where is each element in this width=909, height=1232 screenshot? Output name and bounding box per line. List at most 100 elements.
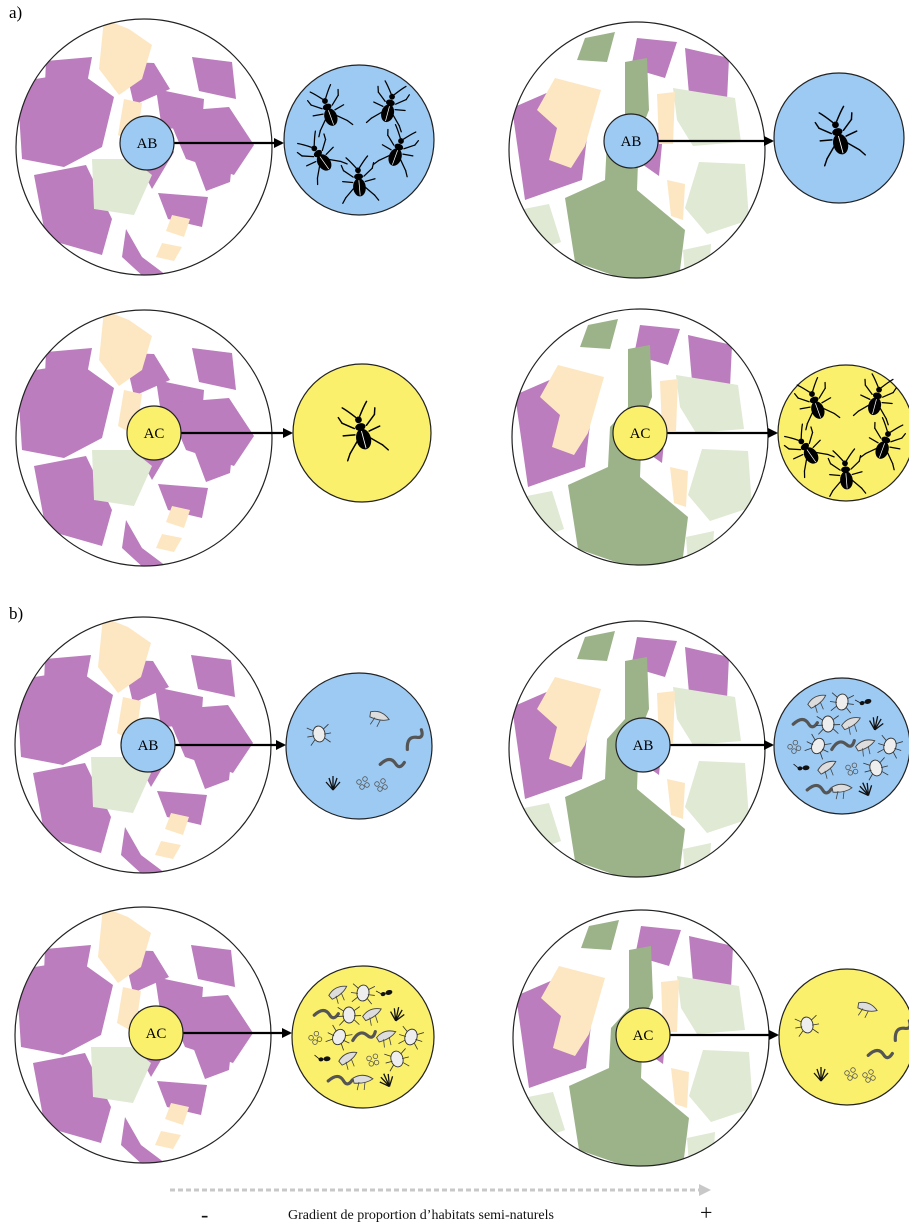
crop-patch [17, 72, 114, 167]
beetle-icon [296, 130, 348, 186]
spore-cluster-icon [862, 1069, 876, 1083]
organic-field-circle [119, 115, 175, 171]
dark-green-patch [565, 58, 685, 278]
crop-patch [34, 456, 112, 546]
springtail-icon [857, 1001, 878, 1018]
cream-patch [660, 379, 678, 431]
community-3 [777, 364, 909, 502]
larva-icon [866, 1048, 894, 1060]
springtail-icon [831, 783, 853, 800]
crop-patch [158, 484, 208, 518]
spore-cluster-icon [787, 739, 802, 754]
ant-icon [375, 989, 393, 997]
larva-icon [312, 1008, 340, 1020]
crop-patch [158, 193, 208, 227]
cream-patch [670, 467, 688, 507]
light-green-patch [685, 761, 749, 833]
larva-icon [378, 757, 406, 769]
community-2 [292, 363, 432, 503]
conventional-field-circle [128, 1005, 184, 1061]
beetle-icon [814, 105, 866, 167]
crop-patch [122, 229, 166, 275]
springtail-icon [362, 1008, 382, 1026]
cream-patch [537, 78, 601, 168]
crop-patch [191, 655, 235, 697]
cream-patch [155, 841, 181, 859]
spore-cluster-icon [356, 776, 370, 790]
community-circle [285, 672, 433, 820]
beetle-icon [337, 400, 389, 462]
beetle-icon [306, 83, 354, 138]
community-7 [778, 968, 909, 1106]
crop-patch [194, 159, 232, 191]
springtail-icon [352, 1074, 374, 1091]
community-4 [285, 672, 433, 820]
crop-patch [16, 960, 113, 1055]
larva-icon [351, 1030, 377, 1043]
crop-patch [194, 450, 232, 482]
larva-icon [830, 739, 856, 752]
community-1 [773, 72, 905, 204]
beetle-icon [793, 376, 841, 431]
larva-icon [405, 728, 424, 752]
gradient-minus-sign: - [201, 1202, 209, 1227]
landscape-outline [15, 309, 273, 567]
crop-patch [685, 647, 729, 699]
panel-label-a: a) [9, 3, 23, 22]
conventional-field-circle [126, 405, 182, 461]
beetle-icon [365, 80, 410, 133]
gradient-plus-sign: + [700, 1200, 713, 1225]
springtail-icon [807, 694, 827, 713]
cream-patch [667, 180, 685, 220]
mite-icon [337, 1006, 362, 1026]
crop-patch [192, 57, 236, 99]
crop-patch [121, 827, 165, 873]
springtail-icon [855, 739, 876, 757]
cream-patch [541, 966, 605, 1056]
community-circle [773, 677, 909, 815]
spore-cluster-icon [366, 1053, 380, 1067]
grass-tuft-icon [325, 776, 341, 791]
landscape-3 [511, 308, 769, 566]
light-green-patch [685, 162, 749, 234]
ant-icon [793, 763, 810, 771]
crop-patch [685, 48, 729, 100]
grass-tuft-icon [379, 1073, 394, 1088]
spore-cluster-icon [374, 778, 388, 792]
crop-patch [192, 348, 236, 390]
field-label: AB [633, 738, 654, 754]
panel-label-b: b) [9, 604, 24, 623]
landscape-0 [15, 18, 273, 276]
organic-field-circle [603, 113, 659, 169]
light-green-patch [688, 449, 752, 521]
organic-field-circle [615, 717, 671, 773]
light-green-patch [673, 687, 741, 745]
cream-patch [156, 534, 182, 552]
cream-patch [661, 980, 679, 1032]
crop-patch [688, 335, 732, 387]
larva-icon [805, 783, 833, 795]
springtail-icon [369, 710, 390, 727]
community-5 [773, 677, 909, 815]
ant-icon [854, 698, 872, 706]
light-green-patch [676, 375, 744, 433]
light-green-patch [673, 88, 741, 146]
mite-icon [325, 1024, 353, 1051]
community-circle [291, 965, 435, 1109]
crop-patch [166, 107, 254, 175]
dark-green-patch [581, 920, 619, 950]
field-label: AC [146, 1026, 167, 1042]
beetle-icon [852, 373, 897, 426]
gradient-caption: Gradient de proportion d’habitats semi-n… [288, 1208, 554, 1223]
field-label: AB [621, 134, 642, 150]
dark-green-patch [577, 631, 615, 661]
field-label: AC [633, 1028, 654, 1044]
cream-patch [657, 92, 675, 144]
landscape-outline [15, 18, 273, 276]
mite-icon [794, 1014, 820, 1037]
crop-patch [689, 936, 733, 988]
light-green-patch [92, 450, 152, 506]
cream-patch [537, 677, 601, 767]
crop-patch [165, 995, 253, 1063]
grass-tuft-icon [858, 782, 873, 797]
